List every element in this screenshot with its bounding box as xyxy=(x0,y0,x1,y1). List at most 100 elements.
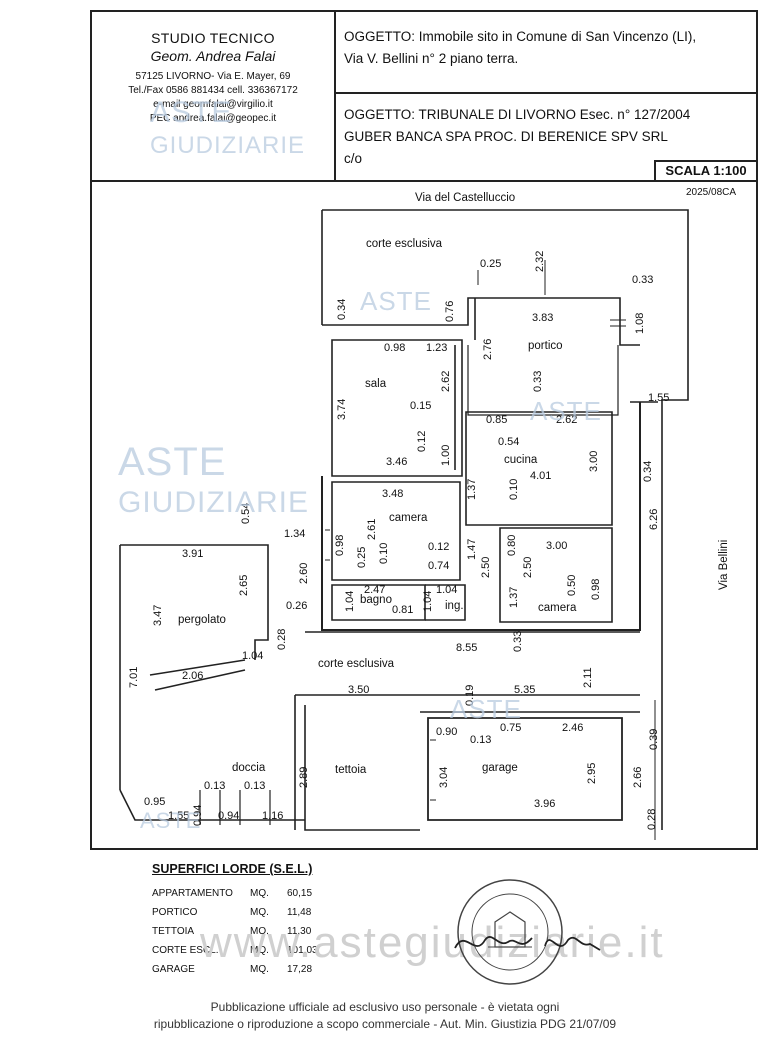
dim: 2.50 xyxy=(522,556,534,578)
dim: 0.95 xyxy=(144,796,166,808)
oggetto-2-line2: GUBER BANCA SPA PROC. DI BERENICE SPV SR… xyxy=(344,129,668,144)
dim: 0.34 xyxy=(642,460,654,482)
dim: 1.55 xyxy=(168,810,190,822)
oggetto-2-line3: c/o xyxy=(344,151,363,166)
dim: 3.00 xyxy=(546,540,568,552)
superfici-value: 101,03 xyxy=(287,945,318,956)
dim: 3.91 xyxy=(182,548,204,560)
dim: 0.76 xyxy=(444,300,456,322)
dim: 0.74 xyxy=(428,560,450,572)
dim: 2.65 xyxy=(238,574,250,596)
dim: 0.28 xyxy=(276,628,288,650)
dim: 3.74 xyxy=(336,398,348,420)
room-cucina: cucina xyxy=(504,454,538,466)
superfici-value: 17,28 xyxy=(287,964,313,975)
superfici-label: TETTOIA xyxy=(152,926,195,937)
dim: 0.98 xyxy=(384,342,406,354)
dim: 1.04 xyxy=(344,590,356,612)
dim: 1.37 xyxy=(466,478,478,500)
dim: 0.25 xyxy=(480,258,502,270)
dim: 1.47 xyxy=(466,538,478,560)
superfici-unit: MQ. xyxy=(250,926,269,937)
footer-line-2: ripubblicazione o riproduzione a scopo c… xyxy=(153,1017,617,1031)
room-bagno: bagno xyxy=(360,594,392,606)
dim: 2.47 xyxy=(364,584,386,596)
dim: 1.04 xyxy=(242,650,264,662)
dim: 3.00 xyxy=(588,450,600,472)
watermark-giudiziarie: GIUDIZIARIE xyxy=(150,132,306,159)
dim: 7.01 xyxy=(128,666,140,688)
superfici-value: 60,15 xyxy=(287,888,313,899)
dim: 2.60 xyxy=(298,562,310,584)
watermark-giudiziarie: GIUDIZIARIE xyxy=(118,486,310,519)
dim: 1.34 xyxy=(284,528,306,540)
dim: 2.50 xyxy=(480,556,492,578)
dim: 1.55 xyxy=(648,392,670,404)
superfici-label: APPARTAMENTO xyxy=(152,888,233,899)
room-pergolato: pergolato xyxy=(178,614,226,626)
superfici-unit: MQ. xyxy=(250,888,269,899)
watermark-aste: ASTE xyxy=(140,808,202,833)
studio-name: STUDIO TECNICO xyxy=(151,30,275,46)
dim: 2.66 xyxy=(632,766,644,788)
superfici-value: 11,30 xyxy=(287,926,312,937)
room-corte-mid: corte esclusiva xyxy=(318,658,395,670)
dim: 2.32 xyxy=(534,250,546,272)
dim: 0.75 xyxy=(500,722,522,734)
watermark-site: www.astegiudiziarie.it xyxy=(200,918,665,967)
sheet-frame xyxy=(90,10,758,850)
superfici-unit: MQ. xyxy=(250,964,269,975)
studio-header: STUDIO TECNICO Geom. Andrea Falai 57125 … xyxy=(92,12,336,180)
dim: 0.90 xyxy=(436,726,458,738)
dim: 5.35 xyxy=(514,684,536,696)
studio-pec: PEC andrea.falai@geopec.it xyxy=(149,113,277,124)
room-sala: sala xyxy=(365,378,387,390)
dim: 0.80 xyxy=(506,534,518,556)
dim: 2.62 xyxy=(440,370,452,392)
superfici-label: GARAGE xyxy=(152,964,195,975)
dim: 6.26 xyxy=(648,508,660,530)
signature xyxy=(454,936,601,951)
dim: 1.16 xyxy=(262,810,284,822)
studio-email: e-mail geomfalai@virgilio.it xyxy=(153,99,273,110)
dim: 3.83 xyxy=(532,312,554,324)
room-ing: ing. xyxy=(445,600,464,612)
room-camera-1: camera xyxy=(389,512,428,524)
dim: 0.34 xyxy=(336,298,348,320)
dim: 1.37 xyxy=(508,586,520,608)
dim: 0.81 xyxy=(392,604,414,616)
oggetto-2: OGGETTO: TRIBUNALE DI LIVORNO Esec. n° 1… xyxy=(344,104,690,170)
header-bottom-rule xyxy=(92,180,756,182)
dim: 0.85 xyxy=(486,414,508,426)
dim: 0.98 xyxy=(590,578,602,600)
dim: 3.48 xyxy=(382,488,404,500)
dim: 0.33 xyxy=(632,274,654,286)
room-garage: garage xyxy=(482,762,518,774)
dim: 1.00 xyxy=(440,444,452,466)
street-top: Via del Castelluccio xyxy=(415,192,516,204)
dim: 4.01 xyxy=(530,470,552,482)
dim: 3.46 xyxy=(386,456,408,468)
oggetto-1-line2: Via V. Bellini n° 2 piano terra. xyxy=(344,51,519,66)
room-portico: portico xyxy=(528,340,563,352)
dim: 2.95 xyxy=(586,762,598,784)
watermark-aste: ASTE xyxy=(150,96,233,129)
superfici-label: PORTICO xyxy=(152,907,198,918)
superfici-title: SUPERFICI LORDE (S.E.L.) xyxy=(152,862,313,876)
superfici-value: 11,48 xyxy=(287,907,312,918)
drawing-code: 2025/08CA xyxy=(686,187,737,198)
watermark-aste: ASTE xyxy=(118,440,227,484)
room-corte-top: corte esclusiva xyxy=(366,238,443,250)
studio-phone: Tel./Fax 0586 881434 cell. 336367172 xyxy=(128,85,298,96)
dim: 2.06 xyxy=(182,670,204,682)
street-right: Via Bellini xyxy=(718,539,730,590)
dim: 2.76 xyxy=(482,338,494,360)
dim: 2.62 xyxy=(556,414,578,426)
dim: 8.55 xyxy=(456,642,478,654)
dim: 0.50 xyxy=(566,574,578,596)
dim: 0.54 xyxy=(498,436,520,448)
dim: 0.12 xyxy=(428,541,450,553)
dim: 3.04 xyxy=(438,766,450,788)
room-camera-2: camera xyxy=(538,602,577,614)
